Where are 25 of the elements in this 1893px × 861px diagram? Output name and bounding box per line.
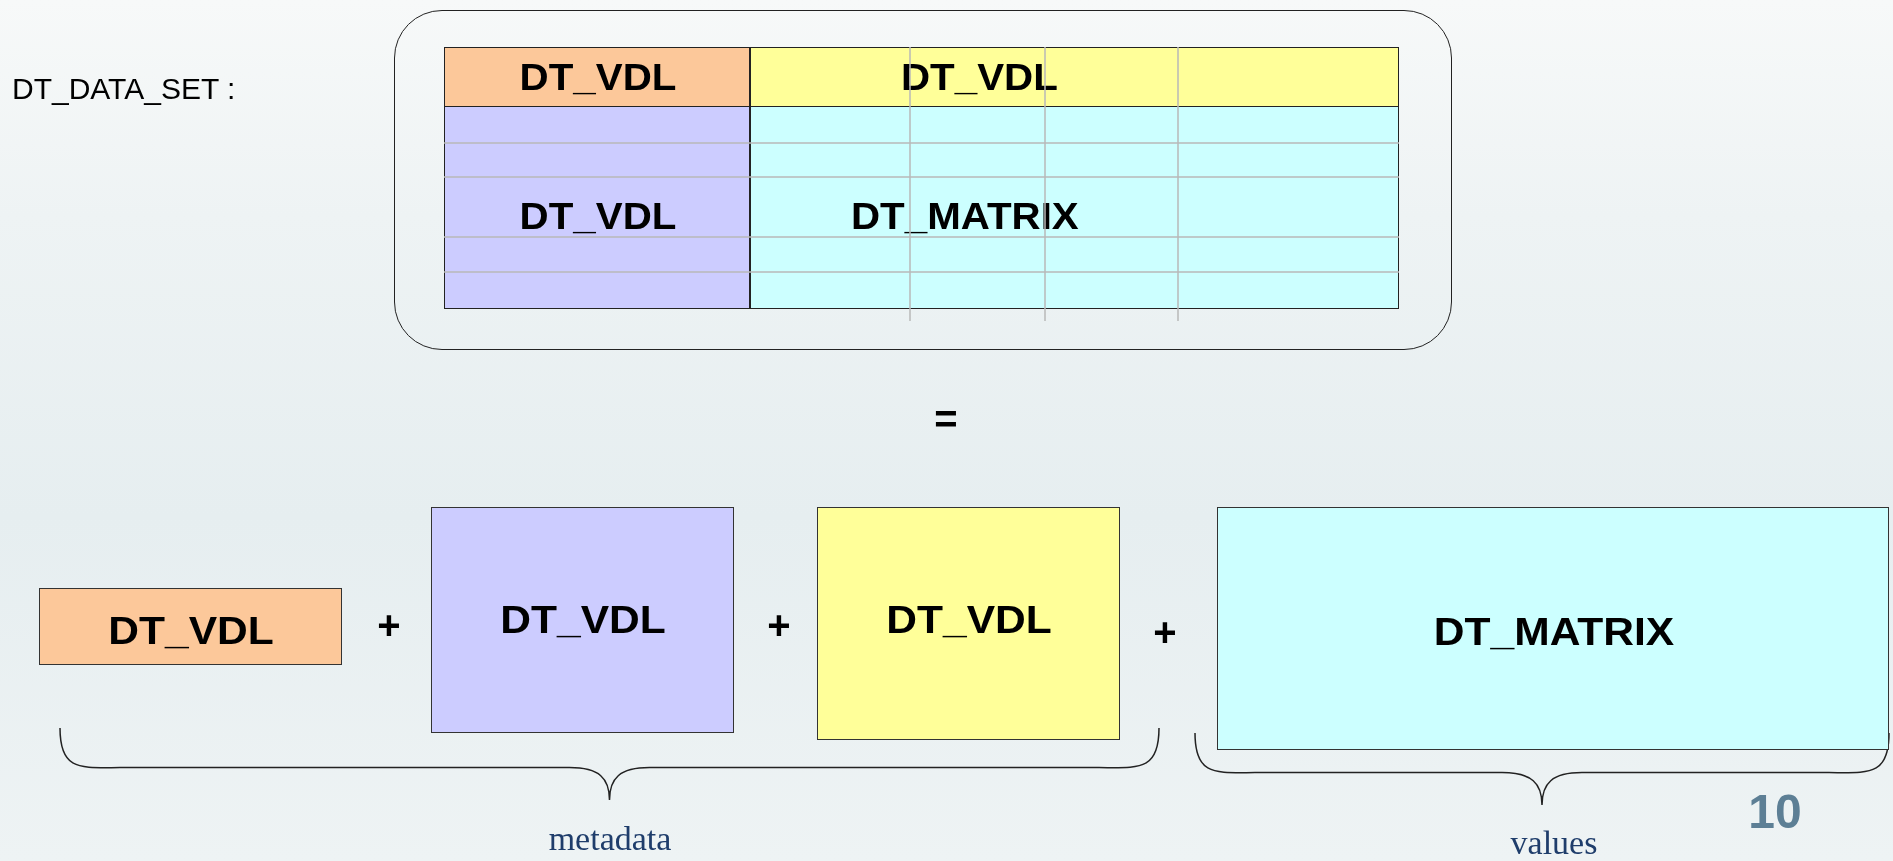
block-label: DT_VDL <box>519 57 677 99</box>
block-label: DT_VDL <box>108 609 274 653</box>
page-number: 10 <box>1748 783 1802 839</box>
plus-sign: + <box>377 602 401 648</box>
table-cell <box>750 107 1399 309</box>
plus-sign: + <box>767 602 791 648</box>
table-cell <box>444 47 750 107</box>
group-label: metadata <box>548 820 672 858</box>
block-label: DT_VDL <box>886 598 1052 642</box>
data-block <box>1217 507 1889 750</box>
equals-sign: = <box>934 396 958 442</box>
block-label: DT_VDL <box>901 57 1058 99</box>
block-label: DT_VDL <box>500 598 666 642</box>
group-label: values <box>1510 824 1598 861</box>
rounded-frame <box>394 10 1452 350</box>
plus-sign: + <box>1153 609 1177 655</box>
data-block <box>817 507 1120 740</box>
block-label: DT_MATRIX <box>1433 610 1675 654</box>
table-cell <box>444 107 750 309</box>
data-block <box>431 507 734 733</box>
table-cell <box>750 47 1399 107</box>
structure-name: DT_DATA_SET : <box>12 72 236 106</box>
block-label: DT_MATRIX <box>851 196 1079 238</box>
data-block <box>39 588 342 665</box>
block-label: DT_VDL <box>519 196 677 238</box>
